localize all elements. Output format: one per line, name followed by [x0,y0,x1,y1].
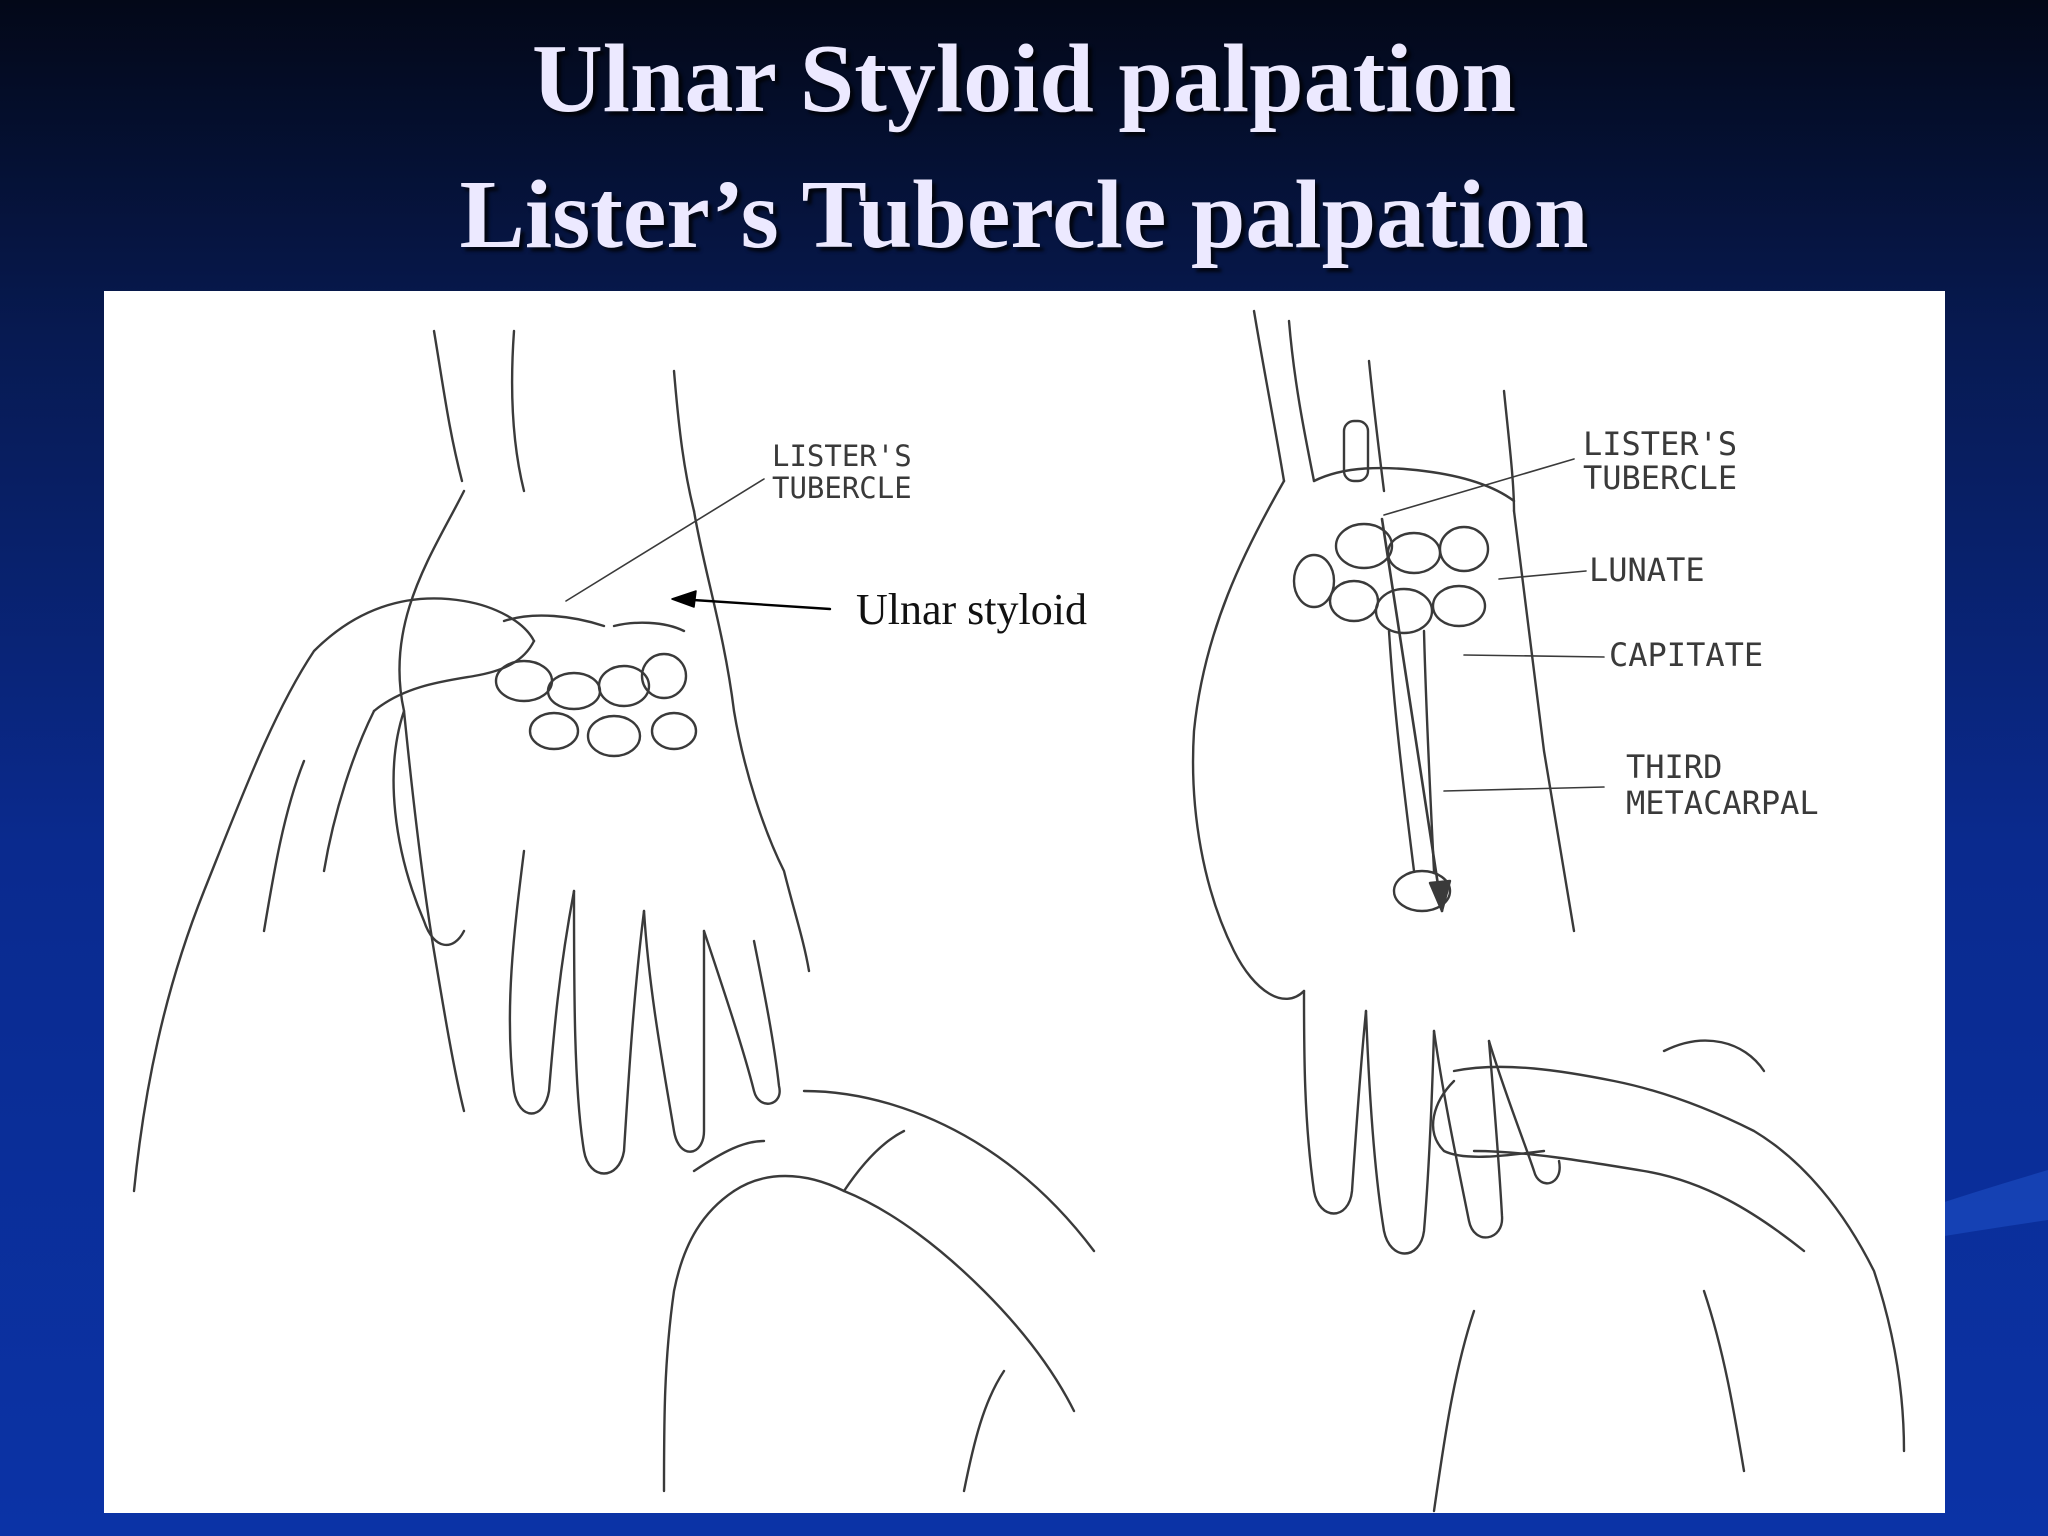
background-swoosh [1920,1170,2048,1240]
third-metacarpal-leader-line [1443,786,1605,792]
third-metacarpal-label-line2: METACARPAL [1626,784,1819,822]
slide-title-line2: Lister’s Tubercle palpation [459,161,1589,269]
ulnar-styloid-arrow-line [676,597,832,611]
right-listers-label-line1: LISTER'S [1583,425,1737,463]
third-metacarpal-label-line1: THIRD [1626,748,1722,786]
illustration-panel: LISTER'S TUBERCLE Ulnar styloid LISTER'S… [104,291,1945,1513]
right-axis-arrow-line [1380,517,1444,913]
right-axis-arrowhead [1428,879,1452,913]
right-listers-label-line2: TUBERCLE [1583,459,1737,497]
left-listers-leader-line [565,478,765,602]
ulnar-styloid-arrowhead [671,590,697,608]
capitate-label: CAPITATE [1609,636,1763,674]
ulnar-styloid-label: Ulnar styloid [856,585,1087,634]
hand-illustrations: LISTER'S TUBERCLE Ulnar styloid LISTER'S… [132,309,1906,1513]
left-listers-label-line2: TUBERCLE [772,471,912,505]
capitate-leader-line [1463,654,1605,658]
right-listers-leader-line [1383,458,1575,516]
left-hand-drawing [132,329,1096,1493]
slide-title-line1: Ulnar Styloid palpation [532,25,1516,133]
lunate-leader-line [1498,570,1587,580]
left-listers-label-line1: LISTER'S [772,439,912,473]
lunate-label: LUNATE [1589,551,1705,589]
right-hand-drawing [1191,309,1906,1513]
